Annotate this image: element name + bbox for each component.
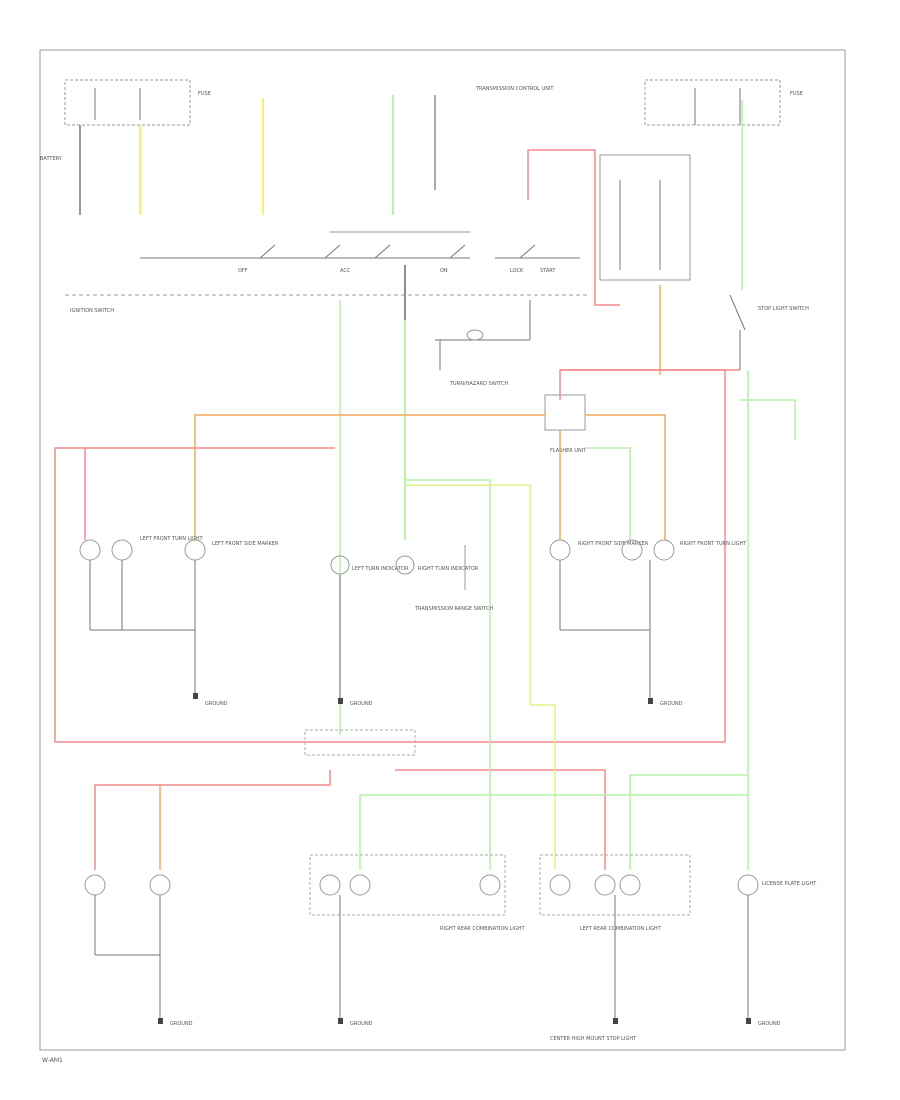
start-label: START xyxy=(540,268,556,274)
right-turn-indicator: RIGHT TURN INDICATOR xyxy=(395,545,479,590)
acc-label: ACC xyxy=(340,268,351,274)
stop-light-relay xyxy=(599,154,691,281)
wire-green-to-right xyxy=(740,399,796,440)
on-label: ON xyxy=(440,268,448,274)
wire-yellowgreen-rear xyxy=(405,484,556,870)
svg-text:GROUND: GROUND xyxy=(205,701,228,707)
ground-symbols xyxy=(158,693,751,1024)
flasher-unit-label: FLASHER UNIT xyxy=(550,448,587,454)
right-front-side-marker: RIGHT FRONT SIDE MARKER xyxy=(549,539,650,631)
svg-text:LICENSE PLATE LIGHT: LICENSE PLATE LIGHT xyxy=(762,881,817,887)
svg-text:GROUND: GROUND xyxy=(660,701,683,707)
flasher-unit xyxy=(544,394,586,431)
rear-left-turn-lights: GROUND xyxy=(84,874,193,1027)
svg-text:CENTER HIGH MOUNT STOP LIGHT: CENTER HIGH MOUNT STOP LIGHT xyxy=(550,1036,637,1042)
wire-green-rear-2 xyxy=(629,774,748,870)
fuse-left-label: FUSE xyxy=(198,91,211,97)
svg-text:RIGHT FRONT TURN LIGHT: RIGHT FRONT TURN LIGHT xyxy=(680,541,747,547)
svg-text:TURN/HAZARD SWITCH: TURN/HAZARD SWITCH xyxy=(449,381,508,387)
left-front-turn-light: LEFT FRONT TURN LIGHT xyxy=(79,536,203,631)
wire-red-rear-right xyxy=(395,769,606,870)
wire-green-rear-3 xyxy=(359,794,748,870)
svg-text:GROUND: GROUND xyxy=(758,1021,781,1027)
wire-orange-main xyxy=(194,414,545,540)
svg-text:RIGHT TURN INDICATOR: RIGHT TURN INDICATOR xyxy=(418,566,479,572)
off-label: OFF xyxy=(238,268,248,274)
page-reference: W-AM1 xyxy=(42,1057,63,1064)
wire-green-flasher xyxy=(585,447,631,540)
fuse-box-right: FUSE xyxy=(644,79,803,126)
svg-text:LEFT FRONT TURN LIGHT: LEFT FRONT TURN LIGHT xyxy=(140,536,203,542)
fuse-box-left: FUSE xyxy=(64,79,211,126)
tcu-label: TRANSMISSION CONTROL UNIT xyxy=(475,86,554,92)
left-front-side-marker: LEFT FRONT SIDE MARKER GROUND xyxy=(184,539,279,707)
rear-connector xyxy=(304,729,416,756)
battery-label: BATTERY xyxy=(40,156,63,162)
svg-text:LEFT FRONT SIDE MARKER: LEFT FRONT SIDE MARKER xyxy=(212,541,279,547)
svg-text:RIGHT REAR COMBINATION LIGHT: RIGHT REAR COMBINATION LIGHT xyxy=(440,926,525,932)
right-rear-combination-light: RIGHT REAR COMBINATION LIGHT GROUND xyxy=(309,854,525,1027)
turn-hazard-switch: TURN/HAZARD SWITCH xyxy=(435,300,531,387)
stop-light-switch-label: STOP LIGHT SWITCH xyxy=(758,306,809,312)
svg-text:GROUND: GROUND xyxy=(170,1021,193,1027)
left-turn-indicator: LEFT TURN INDICATOR GROUND xyxy=(330,555,409,707)
left-rear-combination-light: LEFT REAR COMBINATION LIGHT CENTER HIGH … xyxy=(539,854,691,1042)
wire-green-rear-long xyxy=(405,479,491,870)
fuse-right-label: FUSE xyxy=(790,91,803,97)
ignition-switch-label: IGNITION SWITCH xyxy=(70,308,114,314)
ignition-switch: OFF ACC ON START LOCK xyxy=(140,231,556,274)
license-plate-light: LICENSE PLATE LIGHT GROUND xyxy=(737,874,817,1027)
right-front-turn-light: RIGHT FRONT TURN LIGHT GROUND xyxy=(621,539,747,707)
wire-red-top xyxy=(527,149,620,306)
transmission-range-switch-label: TRANSMISSION RANGE SWITCH xyxy=(414,606,493,612)
diagram-frame xyxy=(39,49,846,1051)
svg-text:RIGHT FRONT SIDE MARKER: RIGHT FRONT SIDE MARKER xyxy=(578,541,649,547)
svg-text:GROUND: GROUND xyxy=(350,1021,373,1027)
svg-text:LEFT REAR COMBINATION LIGHT: LEFT REAR COMBINATION LIGHT xyxy=(580,926,662,932)
wire-red-rear xyxy=(94,770,331,870)
lock-label: LOCK xyxy=(510,268,524,274)
svg-text:GROUND: GROUND xyxy=(350,701,373,707)
wire-orange-right xyxy=(585,414,666,540)
svg-text:LEFT TURN INDICATOR: LEFT TURN INDICATOR xyxy=(352,566,409,572)
